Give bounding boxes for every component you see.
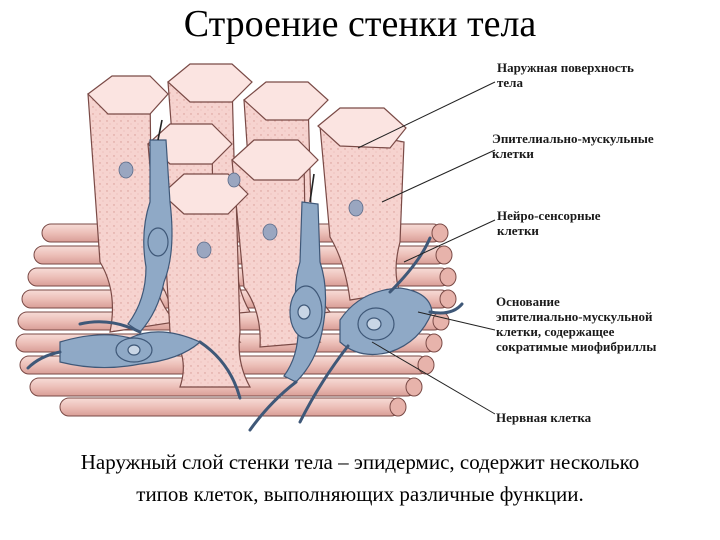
sensory-hairs xyxy=(157,119,315,203)
body-wall-illustration xyxy=(15,63,496,432)
label-nerve-cell: Нервная клетка xyxy=(496,410,592,425)
label-neurosensory-cells: Нейро-сенсорные клетки xyxy=(497,208,601,238)
cell-nuclei xyxy=(118,161,364,259)
hexagon-tops xyxy=(87,63,407,215)
label-pointers xyxy=(357,81,496,415)
label-epithelial-muscle-cells: Эпителиально-мускульные клетки xyxy=(492,131,654,161)
caption-line: Наружный слой стенки тела – эпидермис, с… xyxy=(80,450,640,474)
label-outer-surface: Наружная поверхность тела xyxy=(497,60,634,90)
caption: Наружный слой стенки тела – эпидермис, с… xyxy=(20,446,700,510)
label-cell-base: Основание эпителиально-мускульной клетки… xyxy=(496,294,657,354)
caption-line: типов клеток, выполняющих различные функ… xyxy=(136,482,584,506)
slide-title: Строение стенки тела xyxy=(183,3,537,45)
nerve-cells xyxy=(59,287,433,369)
nerve-processes xyxy=(26,236,464,432)
sensory-cells xyxy=(127,139,327,383)
